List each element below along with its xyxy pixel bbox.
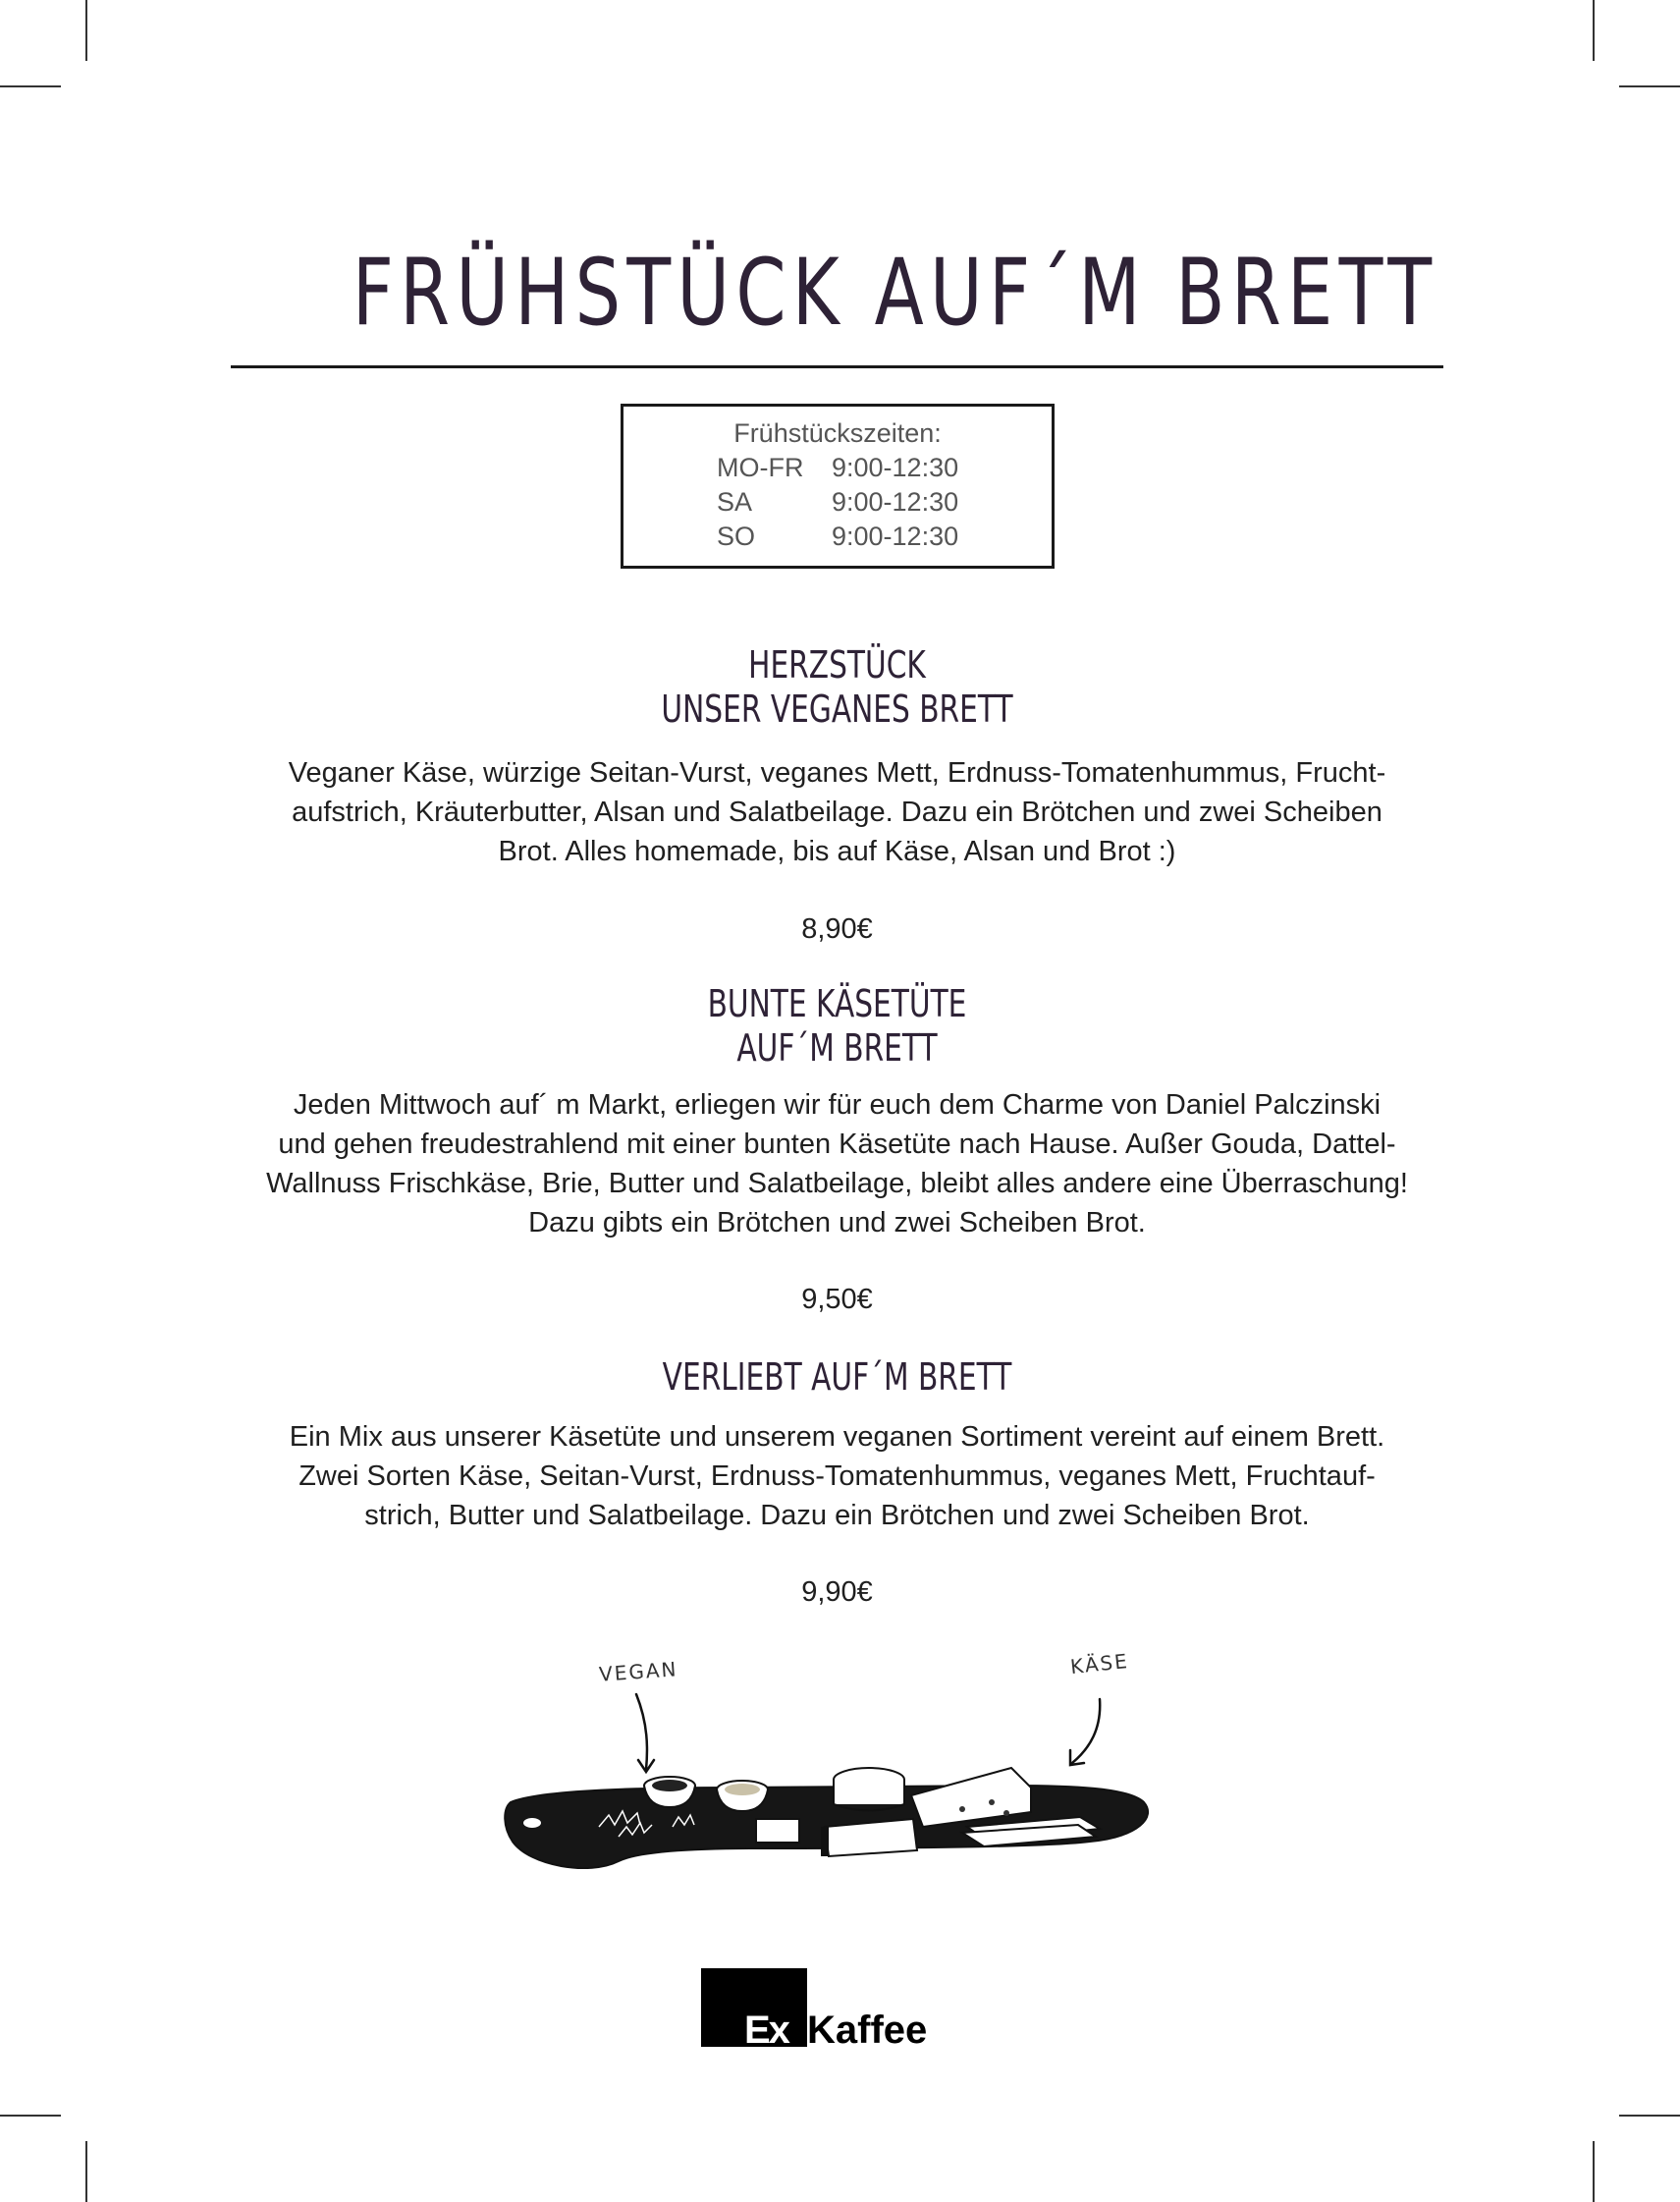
hours-header: Frühstückszeiten:: [733, 418, 942, 448]
description-line: und gehen freudestrahlend mit einer bunt…: [278, 1129, 1396, 1160]
crop-mark: [1593, 0, 1595, 61]
menu-item-price: 8,90€: [801, 913, 873, 945]
crop-mark: [0, 2115, 61, 2117]
hours-row: MO-FR 9:00-12:30: [623, 451, 1052, 485]
page-title: FRÜHSTÜCK AUF´M BRETT: [352, 240, 1438, 347]
crop-mark: [1619, 85, 1680, 87]
menu-item-subtitle: UNSER VEGANES BRETT: [661, 688, 1013, 731]
hours-time: 9:00-12:30: [832, 487, 959, 517]
hours-row: SA 9:00-12:30: [623, 485, 1052, 520]
hours-day: SO: [717, 522, 756, 551]
hours-day: SA: [717, 487, 753, 517]
hours-time: 9:00-12:30: [832, 522, 959, 551]
breakfast-hours-box: Frühstückszeiten: MO-FR 9:00-12:30 SA 9:…: [621, 404, 1055, 569]
hours-row: SO 9:00-12:30: [623, 520, 1052, 554]
logo-kaffee-text: Kaffee: [807, 2009, 928, 2052]
description-line: Wallnuss Frischkäse, Brie, Butter und Sa…: [266, 1168, 1408, 1199]
description-line: Veganer Käse, würzige Seitan-Vurst, vega…: [288, 757, 1386, 789]
description-line: Jeden Mittwoch auf´ m Markt, erliegen wi…: [293, 1089, 1382, 1121]
menu-item-price: 9,50€: [801, 1284, 873, 1315]
menu-item-description: Veganer Käse, würzige Seitan-Vurst, vega…: [231, 753, 1443, 871]
title-divider: [231, 365, 1443, 368]
description-line: strich, Butter und Salatbeilage. Dazu ei…: [364, 1500, 1310, 1531]
arrow-left-icon: [634, 1692, 649, 1772]
menu-item-title: VERLIEBT AUF´M BRETT: [662, 1355, 1012, 1399]
crop-mark: [1619, 2115, 1680, 2117]
crop-mark: [85, 0, 87, 61]
logo-box: [701, 1968, 807, 2047]
crop-mark: [85, 2141, 87, 2202]
menu-item-description: Jeden Mittwoch auf´ m Markt, erliegen wi…: [231, 1085, 1443, 1242]
menu-item-description: Ein Mix aus unserer Käsetüte und unserem…: [231, 1417, 1443, 1535]
hours-time: 9:00-12:30: [832, 453, 959, 482]
menu-item-title: HERZSTÜCK: [748, 643, 926, 687]
description-line: aufstrich, Kräuterbutter, Alsan und Sala…: [292, 797, 1382, 828]
hours-day: MO-FR: [717, 453, 804, 482]
crop-mark: [0, 85, 61, 87]
description-line: Brot. Alles homemade, bis auf Käse, Alsa…: [498, 836, 1176, 867]
exkaffee-logo: Ex Kaffee: [701, 1968, 986, 2052]
cutting-board-drawing: [504, 1692, 1150, 1870]
crop-mark: [1593, 2141, 1595, 2202]
arrow-right-icon: [1070, 1697, 1102, 1765]
description-line: Ein Mix aus unserer Käsetüte und unserem…: [289, 1421, 1385, 1453]
menu-item-price: 9,90€: [801, 1576, 873, 1608]
board-illustration: VEGAN KÄSE: [501, 1640, 1159, 1915]
description-line: Dazu gibts ein Brötchen und zwei Scheibe…: [528, 1207, 1146, 1239]
menu-item-subtitle: AUF´M BRETT: [736, 1026, 938, 1070]
logo-ex-text: Ex: [744, 2009, 790, 2052]
menu-item-title: BUNTE KÄSETÜTE: [707, 982, 967, 1025]
description-line: Zwei Sorten Käse, Seitan-Vurst, Erdnuss-…: [298, 1460, 1376, 1492]
